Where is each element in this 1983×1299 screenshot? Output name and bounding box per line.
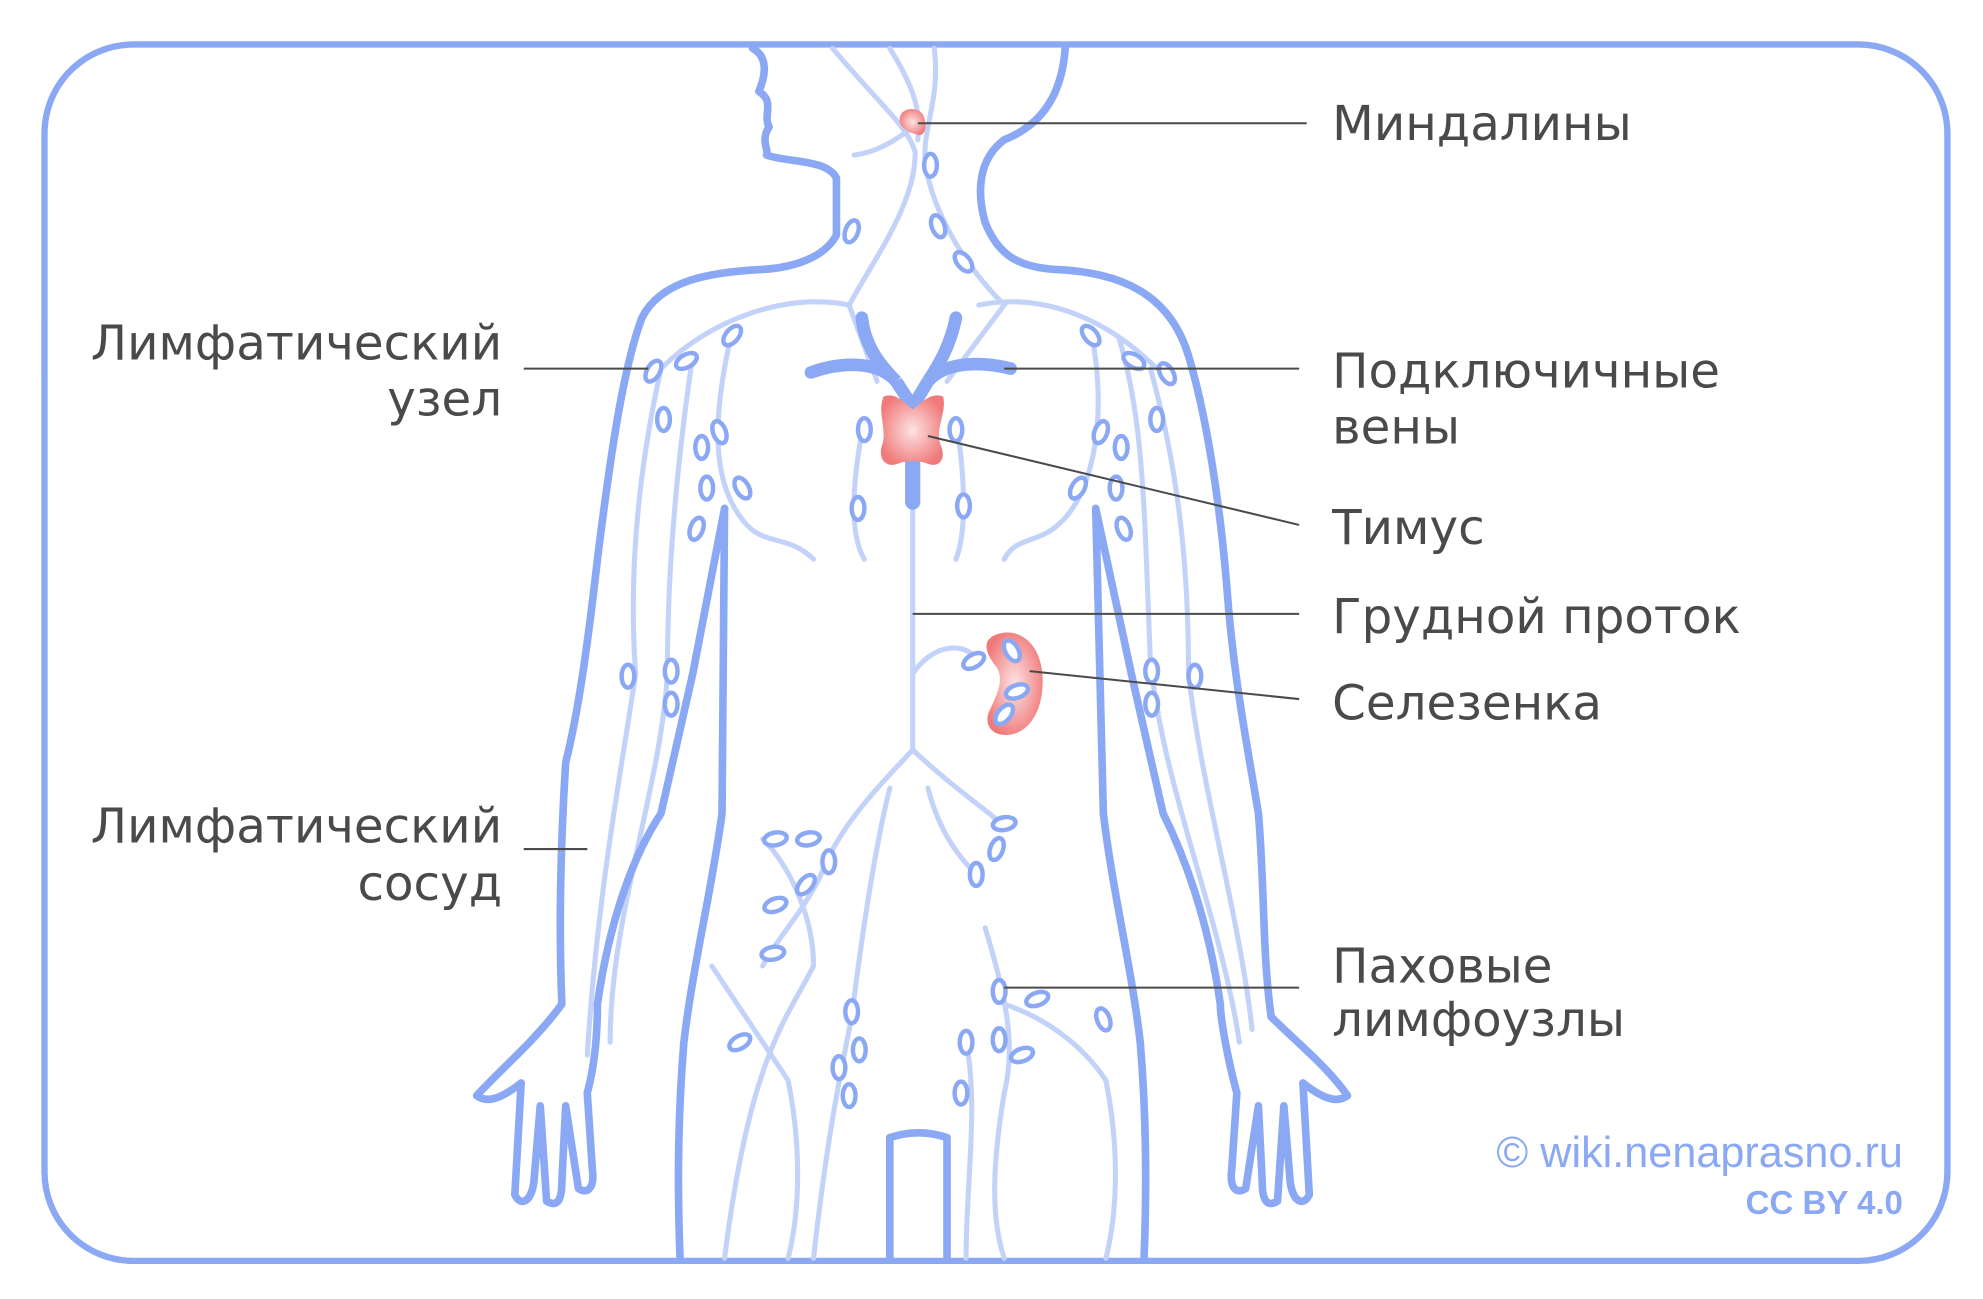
watermark-license: CC BY 4.0: [1746, 1185, 1903, 1222]
label-inguinal-nodes-1: Паховые: [1332, 939, 1552, 995]
lymph-node-mark: [1024, 989, 1051, 1009]
lymph-node-mark: [721, 323, 744, 348]
lymph-node-mark: [794, 830, 822, 848]
lymph-node-mark: [710, 418, 729, 446]
lymph-node-mark: [1093, 1006, 1113, 1033]
tonsil: [899, 108, 926, 136]
lymph-node-mark: [794, 872, 817, 897]
lymph-node-mark: [855, 415, 873, 444]
lymph-node-mark: [993, 702, 1016, 727]
label-thoracic-duct: Грудной проток: [1332, 589, 1741, 645]
lymph-node-mark: [830, 1054, 848, 1082]
label-subclavian-veins-2: вены: [1332, 400, 1460, 456]
label-lymph-vessel-2: сосуд: [357, 856, 502, 912]
lymph-node-mark: [673, 350, 700, 372]
lymph-node-mark: [850, 1036, 868, 1064]
lymph-node-mark: [762, 895, 789, 915]
label-thymus: Тимус: [1331, 500, 1484, 556]
thymus: [880, 395, 944, 465]
leader-lines: [523, 122, 1307, 989]
lymph-node-mark: [947, 415, 965, 444]
lymph-node-mark: [687, 515, 706, 542]
lymph-node-mark: [662, 657, 680, 685]
lymph-node-mark: [967, 860, 985, 889]
label-lymph-vessel-1: Лимфатический: [91, 799, 502, 855]
label-inguinal-nodes-2: лимфоузлы: [1332, 992, 1625, 1048]
lymph-node-mark: [849, 494, 867, 523]
lymph-node-mark: [1186, 662, 1204, 690]
lymph-node-mark: [643, 358, 664, 384]
lymph-node-mark: [732, 475, 753, 501]
label-lymph-node-1: Лимфатический: [91, 316, 502, 372]
label-spleen: Селезенка: [1332, 675, 1602, 731]
lymph-node-mark: [1156, 361, 1178, 387]
lymph-node-mark: [843, 998, 861, 1026]
frame: [41, 41, 1951, 1265]
lymph-node-mark: [1001, 638, 1023, 664]
watermark-site: © wiki.nenaprasno.ru: [1496, 1129, 1902, 1177]
lymph-node-mark: [990, 1026, 1008, 1054]
label-tonsils: Миндалины: [1332, 96, 1632, 152]
lymph-node-mark: [1003, 682, 1031, 701]
lymph-node-mark: [990, 814, 1018, 833]
lymph-nodes: [619, 151, 1204, 1110]
lymph-node-mark: [1067, 475, 1089, 501]
label-subclavian-veins-1: Подключичные: [1332, 344, 1720, 400]
lymph-node-mark: [842, 218, 862, 245]
lymph-node-mark: [662, 690, 680, 718]
lymph-node-mark: [1143, 690, 1161, 718]
lymph-node-mark: [961, 650, 987, 672]
body-outline: [472, 44, 1352, 1263]
lymph-node-mark: [987, 835, 1006, 863]
subclavian-veins: [804, 311, 1017, 510]
lymph-node-mark: [1079, 323, 1102, 348]
lymph-node-mark: [1008, 1045, 1036, 1065]
lymph-node-mark: [957, 1028, 975, 1056]
lymph-node-mark: [840, 1081, 858, 1110]
lymph-node-mark: [921, 151, 940, 179]
lymph-node-mark: [928, 213, 948, 240]
lymph-node-mark: [1112, 433, 1130, 462]
lymph-node-mark: [1091, 418, 1111, 446]
lymph-node-mark: [654, 405, 673, 434]
lymph-node-mark: [693, 433, 711, 462]
lymph-node-mark: [1148, 405, 1166, 434]
lymph-node-mark: [820, 848, 838, 876]
lymph-node-mark: [759, 944, 787, 963]
lymph-vessels: [584, 45, 1255, 1261]
lymph-node-mark: [990, 977, 1008, 1006]
lymph-node-mark: [954, 492, 973, 520]
lymph-node-mark: [1114, 515, 1134, 542]
lymph-node-mark: [727, 1032, 753, 1053]
lymph-node-mark: [1121, 350, 1147, 372]
label-lymph-node-2: узел: [387, 372, 502, 428]
lymph-node-mark: [952, 249, 975, 274]
lymph-node-mark: [698, 474, 716, 502]
lymph-node-mark: [619, 662, 637, 690]
lymph-node-mark: [761, 830, 789, 848]
lymph-node-mark: [1143, 657, 1161, 685]
lymph-node-mark: [952, 1079, 970, 1107]
